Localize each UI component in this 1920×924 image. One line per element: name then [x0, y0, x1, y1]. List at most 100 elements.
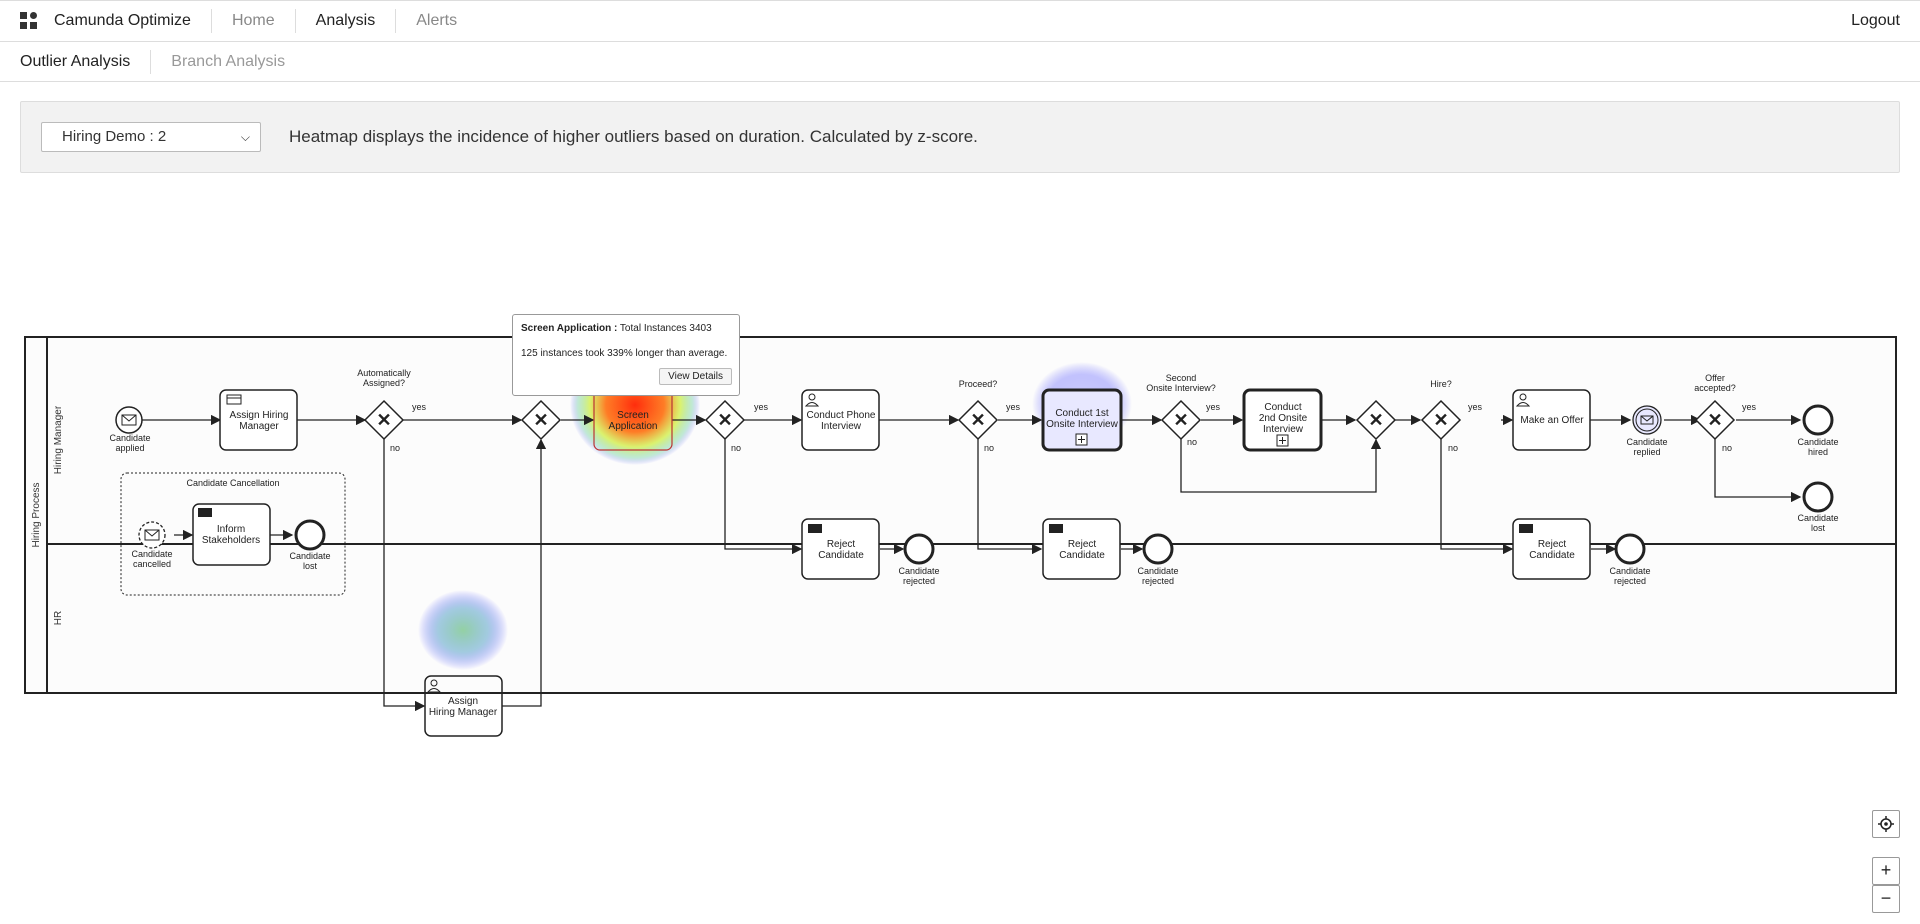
gateway-label: Automatically — [357, 368, 411, 378]
gateway-merge-onsite[interactable]: ✕ — [1355, 399, 1397, 441]
view-details-button[interactable]: View Details — [659, 368, 732, 385]
task-label: Reject — [1068, 539, 1097, 550]
heatmap-description: Heatmap displays the incidence of higher… — [289, 127, 978, 146]
start-event-candidate-applied[interactable]: Candidate applied — [109, 406, 151, 453]
gateway-proceed[interactable]: ✕ Proceed? yes no — [957, 379, 1021, 453]
bpmn-diagram[interactable]: Hiring Process Hiring Manager HR — [0, 300, 1920, 800]
gateway-offer-accepted[interactable]: ✕ Offer accepted? yes no — [1694, 373, 1756, 453]
flow-label-no: no — [1187, 437, 1197, 447]
gateway-label: Onsite Interview? — [1146, 383, 1216, 393]
svg-text:✕: ✕ — [717, 410, 732, 430]
nav-alerts[interactable]: Alerts — [416, 12, 458, 29]
intermediate-event-candidate-replied[interactable]: Candidate replied — [1626, 405, 1668, 457]
task-assign-hiring-manager-hr[interactable]: Assign Hiring Manager — [424, 675, 503, 737]
task-label: Assign — [448, 696, 478, 707]
gateway-label: accepted? — [1694, 383, 1736, 393]
svg-text:✕: ✕ — [376, 410, 391, 430]
task-label: Onsite Interview — [1046, 419, 1118, 430]
gateway-screen-result[interactable]: ✕ yes no — [704, 399, 769, 453]
lane-label-hiring-manager: Hiring Manager — [53, 405, 64, 474]
end-event-candidate-lost-1[interactable] — [294, 519, 326, 551]
task-reject-candidate-2[interactable]: Reject Candidate — [1042, 518, 1121, 580]
task-label: Interview — [1263, 424, 1304, 435]
flow-label-yes: yes — [1468, 402, 1483, 412]
task-reject-candidate-1[interactable]: Reject Candidate — [801, 518, 880, 580]
gateway-hire[interactable]: ✕ Hire? yes no — [1420, 379, 1483, 453]
task-label: Make an Offer — [1520, 415, 1584, 426]
outlier-tooltip: Screen Application : Total Instances 340… — [512, 314, 740, 396]
brand-title[interactable]: Camunda Optimize — [54, 9, 212, 33]
task-label: Screen — [617, 410, 649, 421]
flow-label-yes: yes — [412, 402, 427, 412]
task-conduct-phone-interview[interactable]: Conduct Phone Interview — [801, 389, 880, 451]
gateway-automatically-assigned[interactable]: ✕ Automatically Assigned? yes no — [357, 368, 426, 453]
tooltip-total: Total Instances 3403 — [617, 323, 712, 334]
event-label: applied — [115, 443, 144, 453]
task-label: Reject — [1538, 539, 1567, 550]
event-label: Candidate — [1137, 566, 1178, 576]
event-label: Candidate — [898, 566, 939, 576]
nav-analysis[interactable]: Analysis — [296, 9, 397, 33]
gateway-label: Second — [1166, 373, 1197, 383]
end-event-candidate-lost-2[interactable]: Candidate lost — [1797, 481, 1839, 533]
task-label: Conduct — [1264, 402, 1301, 413]
subprocess-label: Candidate Cancellation — [186, 478, 279, 488]
event-label: hired — [1808, 447, 1828, 457]
task-conduct-2nd-onsite-interview[interactable]: Conduct 2nd Onsite Interview — [1242, 388, 1323, 452]
tab-outlier-analysis[interactable]: Outlier Analysis — [0, 49, 152, 74]
task-inform-stakeholders[interactable] — [192, 503, 271, 566]
event-label: lost — [1811, 523, 1826, 533]
end-event-candidate-rejected-1[interactable]: Candidate rejected — [898, 533, 940, 586]
process-definition-select[interactable]: Hiring Demo : 2 ⌵ — [41, 122, 261, 152]
task-label: Hiring Manager — [429, 707, 498, 718]
end-event-candidate-hired[interactable]: Candidate hired — [1797, 404, 1839, 457]
event-label: lost — [303, 561, 318, 571]
task-make-an-offer[interactable]: Make an Offer — [1512, 389, 1591, 451]
gateway-merge-assignment[interactable]: ✕ — [520, 399, 562, 441]
zoom-out-button[interactable]: − — [1872, 885, 1900, 913]
svg-text:✕: ✕ — [1368, 410, 1383, 430]
flow-label-yes: yes — [1742, 402, 1757, 412]
zoom-in-button[interactable]: + — [1872, 857, 1900, 885]
event-label: Candidate — [131, 549, 172, 559]
end-event-candidate-rejected-2[interactable]: Candidate rejected — [1137, 533, 1179, 586]
gateway-label: Assigned? — [363, 378, 405, 388]
end-event-candidate-rejected-3[interactable]: Candidate rejected — [1609, 533, 1651, 586]
lane-label-hr: HR — [53, 611, 64, 625]
task-label: Reject — [827, 539, 856, 550]
task-reject-candidate-3[interactable]: Reject Candidate — [1512, 518, 1591, 580]
event-label: Candidate — [1609, 566, 1650, 576]
nav-home[interactable]: Home — [212, 9, 296, 33]
task-label: Inform — [217, 524, 245, 535]
event-label: Candidate — [289, 551, 330, 561]
gateway-second-onsite-interview[interactable]: ✕ Second Onsite Interview? yes no — [1146, 373, 1220, 447]
camunda-logo-icon — [20, 12, 38, 30]
event-label: rejected — [1614, 576, 1646, 586]
gateway-label: Hire? — [1430, 379, 1452, 389]
tab-branch-analysis[interactable]: Branch Analysis — [171, 52, 286, 70]
flow-label-yes: yes — [754, 402, 769, 412]
task-label: Conduct Phone — [807, 410, 876, 421]
task-label: Application — [609, 421, 658, 432]
heatmap-assign-hr — [418, 590, 508, 670]
task-conduct-1st-onsite-interview[interactable]: Conduct 1st Onsite Interview — [1041, 388, 1123, 452]
task-assign-hiring-manager[interactable]: Assign Hiring Manager — [219, 389, 298, 451]
pool-label: Hiring Process — [31, 482, 42, 547]
event-label: rejected — [1142, 576, 1174, 586]
task-label: Assign Hiring — [230, 410, 289, 421]
flow-label-yes: yes — [1006, 402, 1021, 412]
reset-zoom-button[interactable] — [1872, 810, 1900, 838]
event-subprocess-candidate-cancellation[interactable]: Candidate Cancellation Candidate cancell… — [120, 472, 346, 596]
flow-label-no: no — [390, 443, 400, 453]
gateway-label: Offer — [1705, 373, 1725, 383]
event-label: Candidate — [109, 433, 150, 443]
controls-panel: Hiring Demo : 2 ⌵ Heatmap displays the i… — [20, 101, 1900, 173]
task-label: 2nd Onsite — [1259, 413, 1308, 424]
event-label: replied — [1633, 447, 1660, 457]
logout-button[interactable]: Logout — [1851, 12, 1900, 29]
start-event-candidate-cancelled[interactable] — [138, 521, 166, 549]
event-label: Candidate — [1797, 437, 1838, 447]
analysis-tabs: Outlier Analysis Branch Analysis — [0, 42, 1920, 82]
task-label: Candidate — [1059, 550, 1105, 561]
tooltip-header: Screen Application : Total Instances 340… — [521, 323, 731, 334]
